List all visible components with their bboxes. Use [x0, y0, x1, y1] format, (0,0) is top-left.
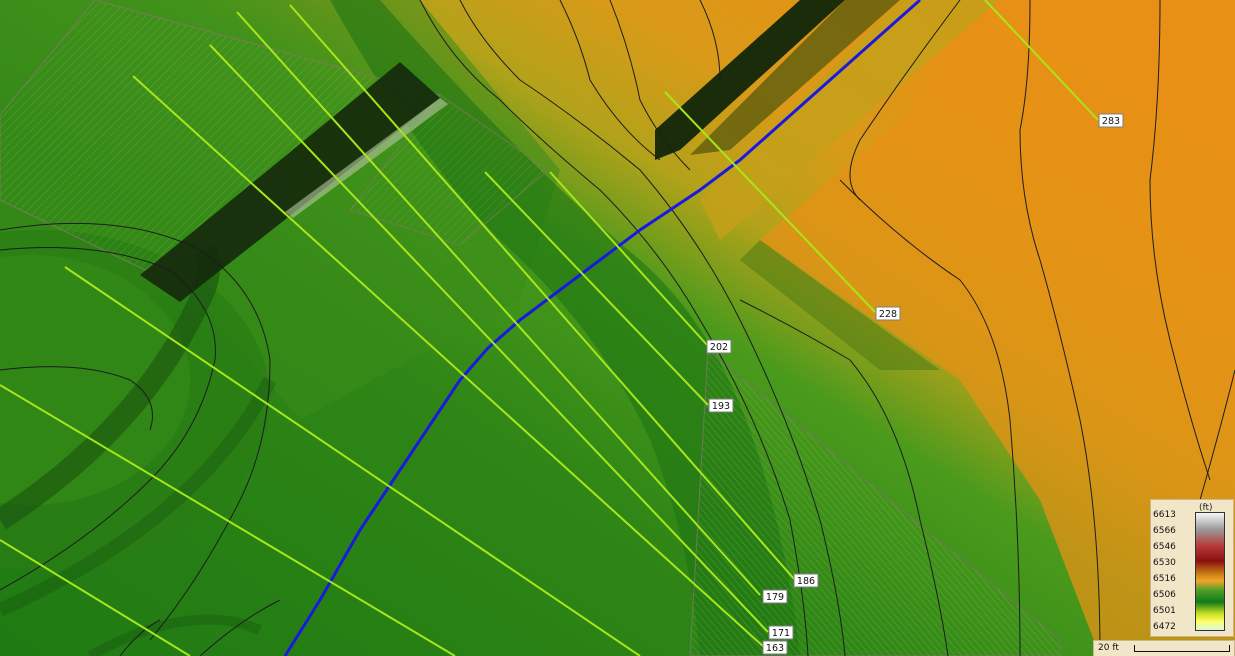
legend-tick: 6501: [1153, 606, 1176, 616]
hatched-area-lower: [689, 348, 1061, 656]
cross-section-line-163[interactable]: [132, 75, 766, 649]
cross-section-label-text: 179: [766, 592, 784, 603]
cross-section-label-text: 228: [879, 309, 897, 320]
cross-section-label-text: 163: [766, 643, 784, 654]
cross-section-label-text: 186: [797, 576, 815, 587]
legend-unit: (ft): [1199, 503, 1213, 513]
high-ground: [760, 0, 1235, 656]
channel-centerline[interactable]: [283, 0, 921, 656]
scale-bar: 20 ft: [1093, 640, 1235, 656]
dark-structure: [140, 62, 440, 302]
elevation-legend: (ft) 6613 6566 6546 6530 6516 6506 6501 …: [1150, 499, 1234, 637]
cross-section-label-202[interactable]: 202: [706, 339, 732, 354]
left-mound-top: [0, 255, 190, 505]
structure-edge: [285, 98, 448, 218]
cross-section-line-202[interactable]: [549, 171, 709, 347]
cross-section-label-171[interactable]: 171: [768, 625, 794, 640]
legend-tick: 6516: [1153, 574, 1176, 584]
cross-section-line-171[interactable]: [209, 44, 769, 633]
cross-section-lines[interactable]: [0, 0, 1099, 656]
cross-section-label-228[interactable]: 228: [875, 306, 901, 321]
legend-color-ramp: [1195, 512, 1225, 631]
legend-tick: 6530: [1153, 558, 1176, 568]
scale-bar-label: 20 ft: [1098, 643, 1119, 653]
cross-section-label-text: 283: [1102, 116, 1120, 127]
cross-section-label-193[interactable]: 193: [708, 398, 734, 413]
cross-section-line-283[interactable]: [984, 0, 1099, 121]
legend-tick: 6506: [1153, 590, 1176, 600]
lower-ditch: [87, 614, 262, 656]
cross-section-line-179[interactable]: [236, 11, 761, 596]
cross-section-line-228[interactable]: [664, 91, 876, 313]
cross-section-line-193[interactable]: [484, 171, 709, 406]
upper-embankment-slope: [690, 0, 900, 155]
legend-tick: 6472: [1153, 622, 1176, 632]
cross-section-line-unlabeled-2[interactable]: [0, 384, 456, 656]
left-ditch-lower: [0, 376, 277, 617]
legend-tick: 6613: [1153, 510, 1176, 520]
cross-section-line-unlabeled-1[interactable]: [64, 266, 641, 656]
cross-section-line-186[interactable]: [289, 4, 796, 581]
bank-shadow: [740, 240, 940, 370]
cross-section-line-unlabeled-3[interactable]: [0, 539, 191, 656]
legend-tick: 6566: [1153, 526, 1176, 536]
legend-tick: 6546: [1153, 542, 1176, 552]
cross-section-label-163[interactable]: 163: [762, 640, 788, 655]
high-ground-edge: [700, 0, 1000, 240]
cross-section-label-179[interactable]: 179: [762, 589, 788, 604]
cross-section-label-186[interactable]: 186: [793, 573, 819, 588]
upper-embankment: [655, 0, 845, 160]
scale-bar-line: [1134, 645, 1230, 652]
cross-section-label-text: 202: [710, 342, 728, 353]
cross-section-label-text: 171: [772, 628, 790, 639]
cross-section-label-283[interactable]: 283: [1098, 113, 1124, 128]
cross-section-label-text: 193: [712, 401, 730, 412]
